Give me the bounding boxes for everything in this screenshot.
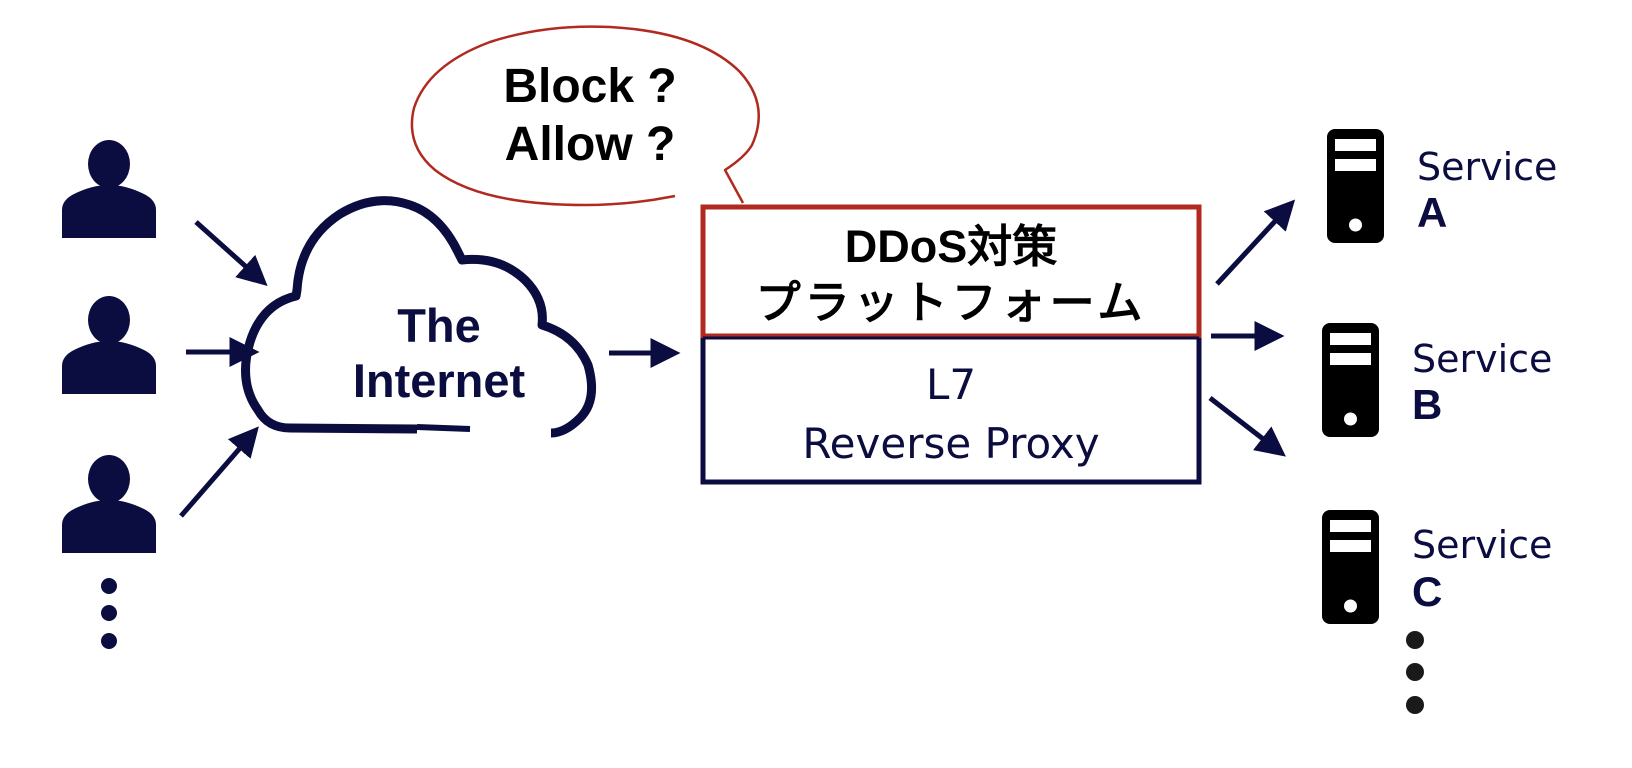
arrow-platform-to-service-c bbox=[1208, 396, 1286, 457]
arrow-user3-to-internet bbox=[179, 426, 259, 518]
reverse-proxy-line1: L7 bbox=[926, 360, 976, 409]
service-c-letter: C bbox=[1412, 568, 1442, 615]
reverse-proxy-box: L7 Reverse Proxy bbox=[700, 336, 1202, 485]
user-icon bbox=[62, 455, 156, 553]
server-icon bbox=[1322, 323, 1379, 437]
speech-bubble-line1: Block ? bbox=[503, 60, 676, 113]
ddos-platform-box: DDoS対策 プラットフォーム bbox=[700, 204, 1202, 339]
more-services-ellipsis-icon bbox=[1406, 631, 1424, 714]
user-icon bbox=[62, 296, 156, 394]
ddos-platform-line1: DDoS対策 bbox=[845, 221, 1058, 272]
cloud-label-line2: Internet bbox=[353, 354, 526, 407]
server-icon bbox=[1322, 510, 1379, 624]
cloud-label-line1: The bbox=[397, 299, 481, 352]
more-users-ellipsis-icon bbox=[101, 578, 117, 649]
service-a-label: Service bbox=[1417, 145, 1557, 189]
user-icon bbox=[62, 140, 156, 238]
service-c-label: Service bbox=[1412, 523, 1552, 567]
server-icon bbox=[1327, 129, 1384, 243]
ddos-platform-line2: プラットフォーム bbox=[756, 277, 1147, 328]
service-a-letter: A bbox=[1417, 189, 1447, 236]
service-b-label: Service bbox=[1412, 337, 1552, 381]
speech-bubble-line2: Allow ? bbox=[505, 118, 676, 171]
speech-bubble: Block ? Allow ? bbox=[410, 25, 760, 207]
reverse-proxy-line2: Reverse Proxy bbox=[802, 419, 1099, 468]
internet-cloud-icon: The Internet bbox=[241, 196, 597, 438]
service-b-letter: B bbox=[1412, 381, 1442, 428]
arrow-user1-to-internet bbox=[194, 220, 268, 286]
arrow-platform-to-service-a bbox=[1215, 199, 1296, 286]
